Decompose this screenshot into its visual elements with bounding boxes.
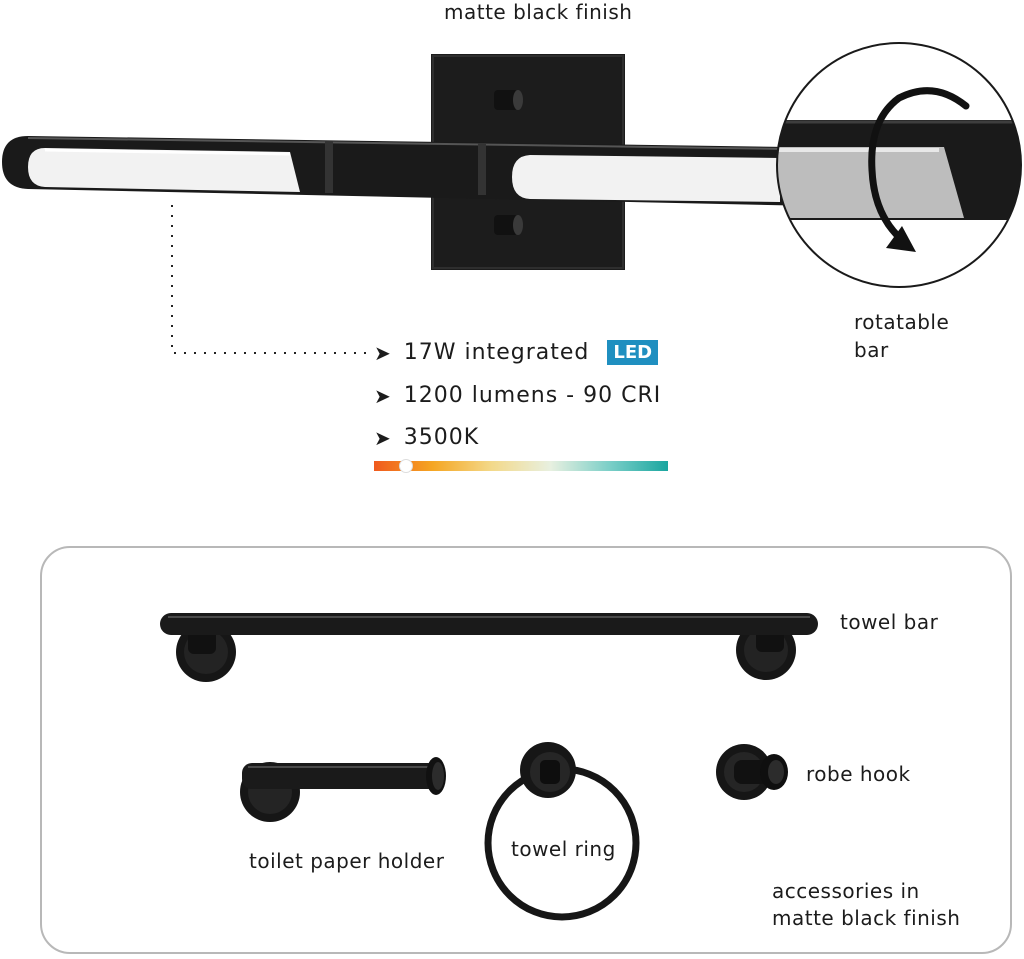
rotate-arrow-icon	[868, 87, 970, 252]
accessories-panel	[40, 546, 1012, 954]
towel-ring-image	[484, 742, 640, 921]
toilet-paper-holder-label: toilet paper holder	[249, 849, 445, 873]
vanity-light-fixture	[2, 54, 1001, 270]
color-temperature-indicator	[399, 459, 414, 473]
towel-ring-label: towel ring	[511, 837, 616, 861]
spec-color-temp: ➤ 3500K	[374, 425, 480, 450]
rotation-detail-circle	[776, 42, 1022, 288]
accessories-footer-note: accessories in matte black finish	[772, 879, 961, 930]
led-diffuser-left	[28, 148, 300, 192]
chevron-right-icon: ➤	[374, 340, 392, 365]
towel-bar-label: towel bar	[840, 610, 939, 634]
towel-bar-image	[160, 613, 818, 682]
spec-wattage: ➤ 17W integrated LED	[374, 340, 659, 365]
robe-hook-label: robe hook	[806, 762, 911, 786]
rotatable-label: rotatable bar	[854, 310, 950, 362]
mount-screw-bottom	[494, 215, 523, 235]
toilet-paper-holder-image	[240, 757, 446, 822]
mount-screw-top	[494, 90, 523, 110]
robe-hook-image	[716, 744, 788, 800]
color-temperature-bar	[374, 461, 668, 471]
chevron-right-icon: ➤	[374, 383, 392, 408]
dotted-leader	[171, 205, 372, 354]
spec-lumens: ➤ 1200 lumens - 90 CRI	[374, 383, 662, 408]
finish-label: matte black finish	[444, 0, 633, 24]
led-diffuser-right	[512, 155, 780, 202]
led-badge-icon: LED	[607, 340, 659, 365]
chevron-right-icon: ➤	[374, 425, 392, 450]
